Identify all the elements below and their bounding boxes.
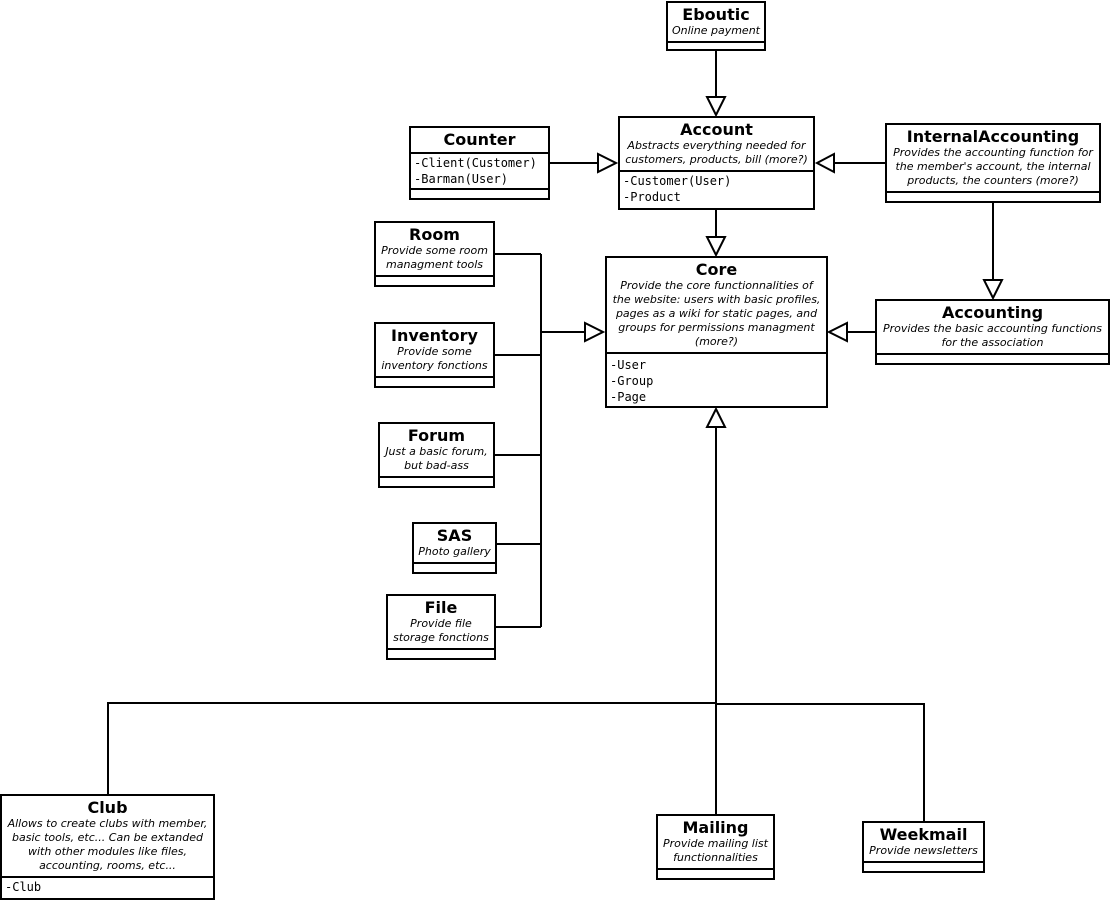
class-counter-attribute: -Barman(User) xyxy=(414,172,508,186)
class-sas-name: SAS xyxy=(436,526,473,545)
class-accounting: Accounting Provides the basic accounting… xyxy=(875,299,1110,365)
arrowhead-bottom-core xyxy=(705,406,727,428)
arrowhead-account-core xyxy=(705,236,727,258)
class-file-header: File Provide file storage fonctions xyxy=(388,596,494,650)
class-room: Room Provide some room managment tools xyxy=(374,221,495,287)
class-account-attributes: -Customer(User) -Product xyxy=(620,172,813,206)
class-weekmail-operations xyxy=(864,863,983,871)
class-forum-description: Just a basic forum, but bad-ass xyxy=(385,445,488,472)
class-file: File Provide file storage fonctions xyxy=(386,594,496,660)
class-core-attribute: -Group xyxy=(610,374,654,388)
class-core-header: Core Provide the core functionnalities o… xyxy=(607,258,826,354)
class-inventory-operations xyxy=(376,378,493,386)
class-inventory-description: Provide some inventory fonctions xyxy=(381,345,488,372)
class-core: Core Provide the core functionnalities o… xyxy=(605,256,828,408)
class-core-description: Provide the core functionnalities of the… xyxy=(612,279,821,348)
class-counter-attributes: -Client(Customer) -Barman(User) xyxy=(411,154,548,190)
arrowhead-internalaccounting-account xyxy=(814,152,835,174)
class-inventory: Inventory Provide some inventory fonctio… xyxy=(374,322,495,388)
class-club-description: Allows to create clubs with member, basi… xyxy=(7,817,208,872)
class-file-description: Provide file storage fonctions xyxy=(393,617,489,644)
class-weekmail-header: Weekmail Provide newsletters xyxy=(864,823,983,863)
class-club-header: Club Allows to create clubs with member,… xyxy=(2,796,213,878)
arrowhead-counter-account xyxy=(597,152,619,174)
class-sas-operations xyxy=(414,564,495,572)
class-account-attribute: -Product xyxy=(623,190,681,204)
class-accounting-name: Accounting xyxy=(941,303,1044,322)
class-internal-accounting-name: InternalAccounting xyxy=(906,127,1080,146)
class-core-name: Core xyxy=(695,260,738,279)
class-eboutic-operations xyxy=(668,43,764,49)
class-mailing-header: Mailing Provide mailing list functionnal… xyxy=(658,816,773,870)
class-account-attribute: -Customer(User) xyxy=(623,174,732,188)
class-forum-header: Forum Just a basic forum, but bad-ass xyxy=(380,424,493,478)
class-core-attributes: -User -Group -Page xyxy=(607,354,826,406)
edge-weekmail-core xyxy=(716,703,925,823)
class-account-description: Abstracts everything needed for customer… xyxy=(625,139,808,166)
class-mailing-name: Mailing xyxy=(682,818,749,837)
class-mailing-operations xyxy=(658,870,773,878)
class-club-attributes: -Club xyxy=(2,878,213,896)
class-file-operations xyxy=(388,650,494,658)
class-eboutic: Eboutic Online payment xyxy=(666,1,766,51)
class-sas-description: Photo gallery xyxy=(418,545,491,558)
class-mailing-description: Provide mailing list functionnalities xyxy=(663,837,768,864)
class-file-name: File xyxy=(424,598,458,617)
class-internal-accounting-description: Provides the accounting function for the… xyxy=(893,146,1093,187)
class-eboutic-header: Eboutic Online payment xyxy=(668,3,764,43)
arrowhead-internalaccounting-accounting xyxy=(982,279,1004,301)
class-room-operations xyxy=(376,277,493,285)
class-account-name: Account xyxy=(680,120,753,139)
class-accounting-description: Provides the basic accounting functions … xyxy=(882,322,1103,349)
class-forum: Forum Just a basic forum, but bad-ass xyxy=(378,422,495,488)
arrowhead-modules-core xyxy=(584,321,606,343)
class-inventory-name: Inventory xyxy=(391,326,478,345)
class-eboutic-description: Online payment xyxy=(672,24,760,37)
class-core-attribute: -Page xyxy=(610,390,647,404)
class-counter-name: Counter xyxy=(443,130,516,149)
class-sas-header: SAS Photo gallery xyxy=(414,524,495,564)
class-inventory-header: Inventory Provide some inventory fonctio… xyxy=(376,324,493,378)
class-counter-operations xyxy=(411,190,548,198)
arrowhead-accounting-core xyxy=(826,321,848,343)
class-room-header: Room Provide some room managment tools xyxy=(376,223,493,277)
class-internal-accounting-operations xyxy=(887,193,1099,201)
class-room-name: Room xyxy=(409,225,460,244)
class-account-header: Account Abstracts everything needed for … xyxy=(620,118,813,172)
class-weekmail-description: Provide newsletters xyxy=(869,844,978,857)
class-forum-name: Forum xyxy=(407,426,466,445)
class-internal-accounting: InternalAccounting Provides the accounti… xyxy=(885,123,1101,203)
class-core-attribute: -User xyxy=(610,358,647,372)
class-counter: Counter -Client(Customer) -Barman(User) xyxy=(409,126,550,200)
class-forum-operations xyxy=(380,478,493,486)
class-accounting-operations xyxy=(877,355,1108,363)
class-club-attribute: -Club xyxy=(5,880,42,894)
class-counter-attribute: -Client(Customer) xyxy=(414,156,537,170)
class-weekmail-name: Weekmail xyxy=(879,825,968,844)
edge-club-core xyxy=(107,702,716,796)
class-club: Club Allows to create clubs with member,… xyxy=(0,794,215,900)
class-counter-header: Counter xyxy=(411,128,548,154)
class-eboutic-name: Eboutic xyxy=(682,5,750,24)
class-account: Account Abstracts everything needed for … xyxy=(618,116,815,210)
class-club-name: Club xyxy=(87,798,128,817)
class-mailing: Mailing Provide mailing list functionnal… xyxy=(656,814,775,880)
class-internal-accounting-header: InternalAccounting Provides the accounti… xyxy=(887,125,1099,193)
class-room-description: Provide some room managment tools xyxy=(381,244,488,271)
arrowhead-eboutic-account xyxy=(705,96,727,118)
class-sas: SAS Photo gallery xyxy=(412,522,497,574)
class-weekmail: Weekmail Provide newsletters xyxy=(862,821,985,873)
class-accounting-header: Accounting Provides the basic accounting… xyxy=(877,301,1108,355)
